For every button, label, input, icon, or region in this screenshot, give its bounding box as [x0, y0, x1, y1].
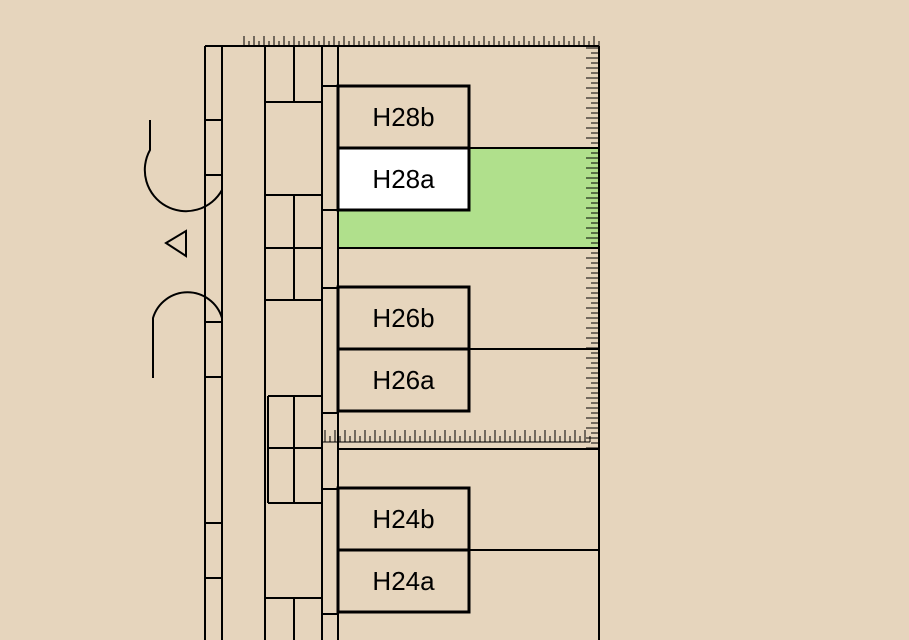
unit-label: H24a — [372, 566, 435, 596]
unit-label: H26b — [372, 303, 434, 333]
unit-label: H24b — [372, 504, 434, 534]
lower-arc — [152, 291, 223, 378]
unit-h26a[interactable]: H26a — [336, 347, 471, 413]
triangle-left-icon — [164, 229, 187, 258]
unit-label: H26a — [372, 365, 435, 395]
unit-h24a[interactable]: H24a — [336, 548, 471, 614]
unit-boxes: H28b H28a H26b H26a H24b H24a — [336, 84, 471, 614]
unit-label: H28a — [372, 164, 435, 194]
unit-h28a[interactable]: H28a — [336, 146, 471, 212]
upper-arc — [143, 120, 223, 213]
unit-label: H28b — [372, 102, 434, 132]
ruler-ticks — [243, 36, 600, 449]
unit-h26b[interactable]: H26b — [336, 285, 471, 351]
